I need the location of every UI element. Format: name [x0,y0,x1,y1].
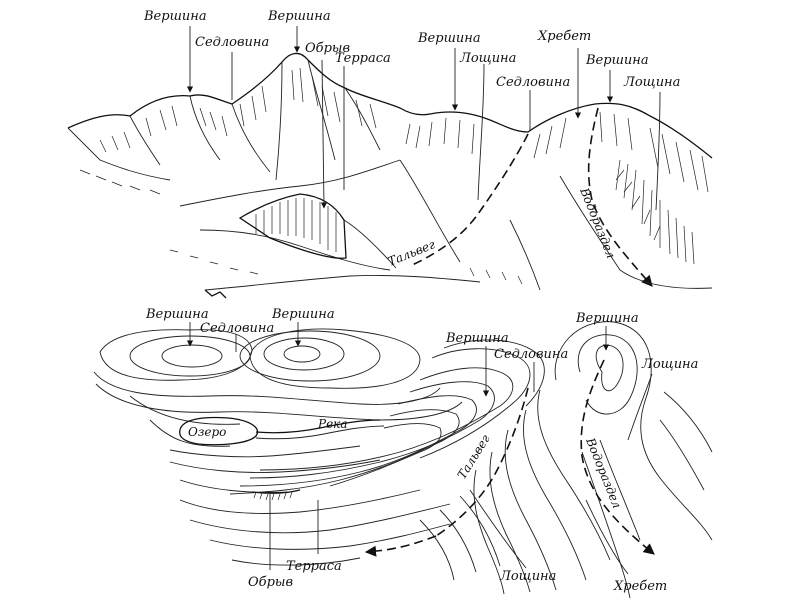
landscape-sketch: Вершина Седловина Вершина Обрыв Терраса … [68,9,712,298]
landscape-label-hollow-1: Лощина [459,51,516,66]
landscape-label-watershed: Водораздел [577,185,618,260]
contour-peak-left [100,330,252,381]
landscape-label-ridge: Хребет [537,29,591,44]
landscape-mountain-outline [68,53,712,158]
map-label-cliff: Обрыв [248,575,293,590]
landscape-label-peak-3: Вершина [417,31,481,46]
watershed-arrow-landscape [589,108,652,286]
landscape-label-peak-4: Вершина [585,53,649,68]
landscape-label-terrace: Терраса [335,51,391,66]
map-label-peak-2: Вершина [271,307,335,322]
flow-arrow-map [366,536,436,552]
map-label-peak-3: Вершина [445,331,509,346]
map-label-ridge: Хребет [613,579,667,594]
map-label-peak-4: Вершина [575,311,639,326]
landscape-label-thalweg: Тальвег [386,237,437,269]
landscape-label-saddle-1: Седловина [195,35,269,50]
contour-map: Вершина Седловина Вершина Вершина Седлов… [94,307,712,598]
map-label-hollow-2: Лощина [499,569,556,584]
map-label-peak-1: Вершина [145,307,209,322]
contour-peak-center [240,329,420,388]
map-label-lake: Озеро [188,425,226,439]
map-label-saddle-1: Седловина [200,321,274,336]
landscape-label-hollow-2: Лощина [623,75,680,90]
map-label-terrace: Терраса [286,559,342,574]
map-label-hollow-1: Лощина [641,357,698,372]
landscape-label-peak-1: Вершина [143,9,207,24]
landscape-label-peak-2: Вершина [267,9,331,24]
map-label-river: Река [317,417,348,431]
landscape-label-saddle-2: Седловина [496,75,570,90]
map-label-saddle-2: Седловина [494,347,568,362]
